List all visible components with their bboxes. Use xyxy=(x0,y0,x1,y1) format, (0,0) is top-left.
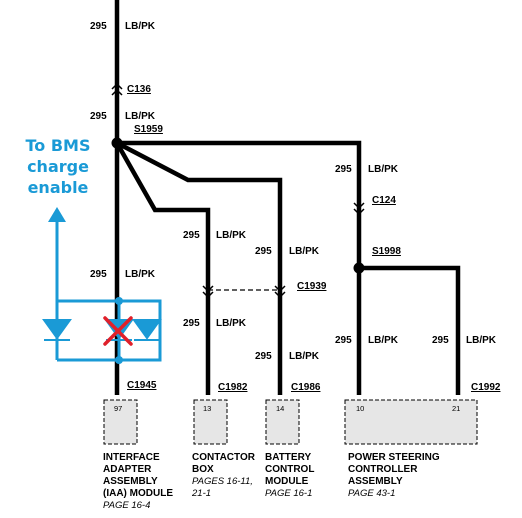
bms-junction-top-dot xyxy=(115,297,123,305)
label-battery-color-2: LB/PK xyxy=(289,351,320,362)
wire-s1998-branch xyxy=(359,265,461,395)
red-cross-icon xyxy=(103,316,133,346)
bms-text-line-3: enable xyxy=(28,178,89,197)
wires xyxy=(114,0,461,395)
label-c1982: C1982 xyxy=(218,382,248,393)
battery-name-line-1: BATTERY xyxy=(265,452,311,463)
label-ps-branch-circuit: 295 xyxy=(432,335,449,346)
wire-to-battery-module xyxy=(115,141,283,395)
label-battery-circuit-2: 295 xyxy=(255,351,272,362)
bms-loop-circuit xyxy=(57,299,162,362)
contactor-name-line-1: CONTACTOR xyxy=(192,452,256,463)
label-ps-color-1: LB/PK xyxy=(368,164,399,175)
label-battery-color-1: LB/PK xyxy=(289,246,320,257)
ps-name-line-1: POWER STEERING xyxy=(348,452,440,463)
bms-junction-bottom-dot xyxy=(115,356,123,364)
ps-name-line-2: CONTROLLER xyxy=(348,464,418,475)
label-ps-color-2: LB/PK xyxy=(368,335,399,346)
label-c1986: C1986 xyxy=(291,382,321,393)
label-top-color: LB/PK xyxy=(125,21,156,32)
battery-control-module-box xyxy=(265,399,300,445)
wire-labels: 295 LB/PK C136 295 LB/PK S1959 295 LB/PK… xyxy=(90,21,501,393)
connector-markers xyxy=(111,82,365,299)
module-names: INTERFACE ADAPTER ASSEMBLY (IAA) MODULE … xyxy=(103,452,440,511)
label-c1945: C1945 xyxy=(127,380,157,391)
label-trunk-circuit-3: 295 xyxy=(90,269,107,280)
label-ps-circuit-1: 295 xyxy=(335,164,352,175)
c136-connector-icon xyxy=(111,82,123,96)
label-contactor-color-2: LB/PK xyxy=(216,318,247,329)
iam-pin-number: 97 xyxy=(114,404,122,413)
label-trunk-color-2: LB/PK xyxy=(125,111,156,122)
iam-name-line-2: ADAPTER xyxy=(103,464,152,475)
c1939-right-connector-icon xyxy=(274,285,286,299)
ps-pin-a-number: 10 xyxy=(356,404,364,413)
bms-text-line-2: charge xyxy=(27,157,89,176)
label-c1939: C1939 xyxy=(297,281,327,292)
label-contactor-circuit-1: 295 xyxy=(183,230,200,241)
iam-module-box xyxy=(103,399,138,445)
contactor-page-ref-2: 21-1 xyxy=(191,488,211,499)
iam-name-line-3: ASSEMBLY xyxy=(103,476,158,487)
bms-arrow-head xyxy=(48,207,66,222)
bms-diode-right xyxy=(132,319,162,341)
label-top-circuit: 295 xyxy=(90,21,107,32)
bms-diode-left xyxy=(42,319,72,341)
contactor-page-ref-1: PAGES 16-11, xyxy=(192,476,253,487)
battery-page-ref: PAGE 16-1 xyxy=(265,488,312,499)
label-c1992: C1992 xyxy=(471,382,501,393)
battery-name-line-3: MODULE xyxy=(265,476,309,487)
s1959-splice-dot xyxy=(111,137,123,149)
ps-page-ref: PAGE 43-1 xyxy=(348,488,395,499)
contactor-box-module xyxy=(193,399,228,445)
s1998-splice-dot xyxy=(353,262,365,274)
iam-page-ref: PAGE 16-4 xyxy=(103,500,150,511)
c1939-left-connector-icon xyxy=(202,285,214,299)
label-trunk-circuit-2: 295 xyxy=(90,111,107,122)
power-steering-module-box xyxy=(344,399,478,445)
wire-to-power-steering xyxy=(117,140,362,395)
contactor-pin-number: 13 xyxy=(203,404,211,413)
iam-name-line-1: INTERFACE xyxy=(103,452,160,463)
ps-pin-b-number: 21 xyxy=(452,404,460,413)
c124-connector-icon xyxy=(353,202,365,216)
label-s1998: S1998 xyxy=(372,246,401,257)
iam-name-line-4: (IAA) MODULE xyxy=(103,488,173,499)
module-boxes xyxy=(103,399,478,445)
label-trunk-color-3: LB/PK xyxy=(125,269,156,280)
label-battery-circuit-1: 295 xyxy=(255,246,272,257)
bms-annotation: To BMS charge enable xyxy=(26,136,162,364)
battery-name-line-2: CONTROL xyxy=(265,464,314,475)
label-ps-branch-color: LB/PK xyxy=(466,335,497,346)
label-contactor-circuit-2: 295 xyxy=(183,318,200,329)
battery-pin-number: 14 xyxy=(276,404,284,413)
ps-name-line-3: ASSEMBLY xyxy=(348,476,403,487)
label-ps-circuit-2: 295 xyxy=(335,335,352,346)
label-s1959: S1959 xyxy=(134,124,163,135)
contactor-name-line-2: BOX xyxy=(192,464,214,475)
wire-to-contactor-box xyxy=(115,141,211,395)
label-c124: C124 xyxy=(372,195,396,206)
bms-text-line-1: To BMS xyxy=(26,136,91,155)
label-contactor-color-1: LB/PK xyxy=(216,230,247,241)
label-c136: C136 xyxy=(127,84,151,95)
